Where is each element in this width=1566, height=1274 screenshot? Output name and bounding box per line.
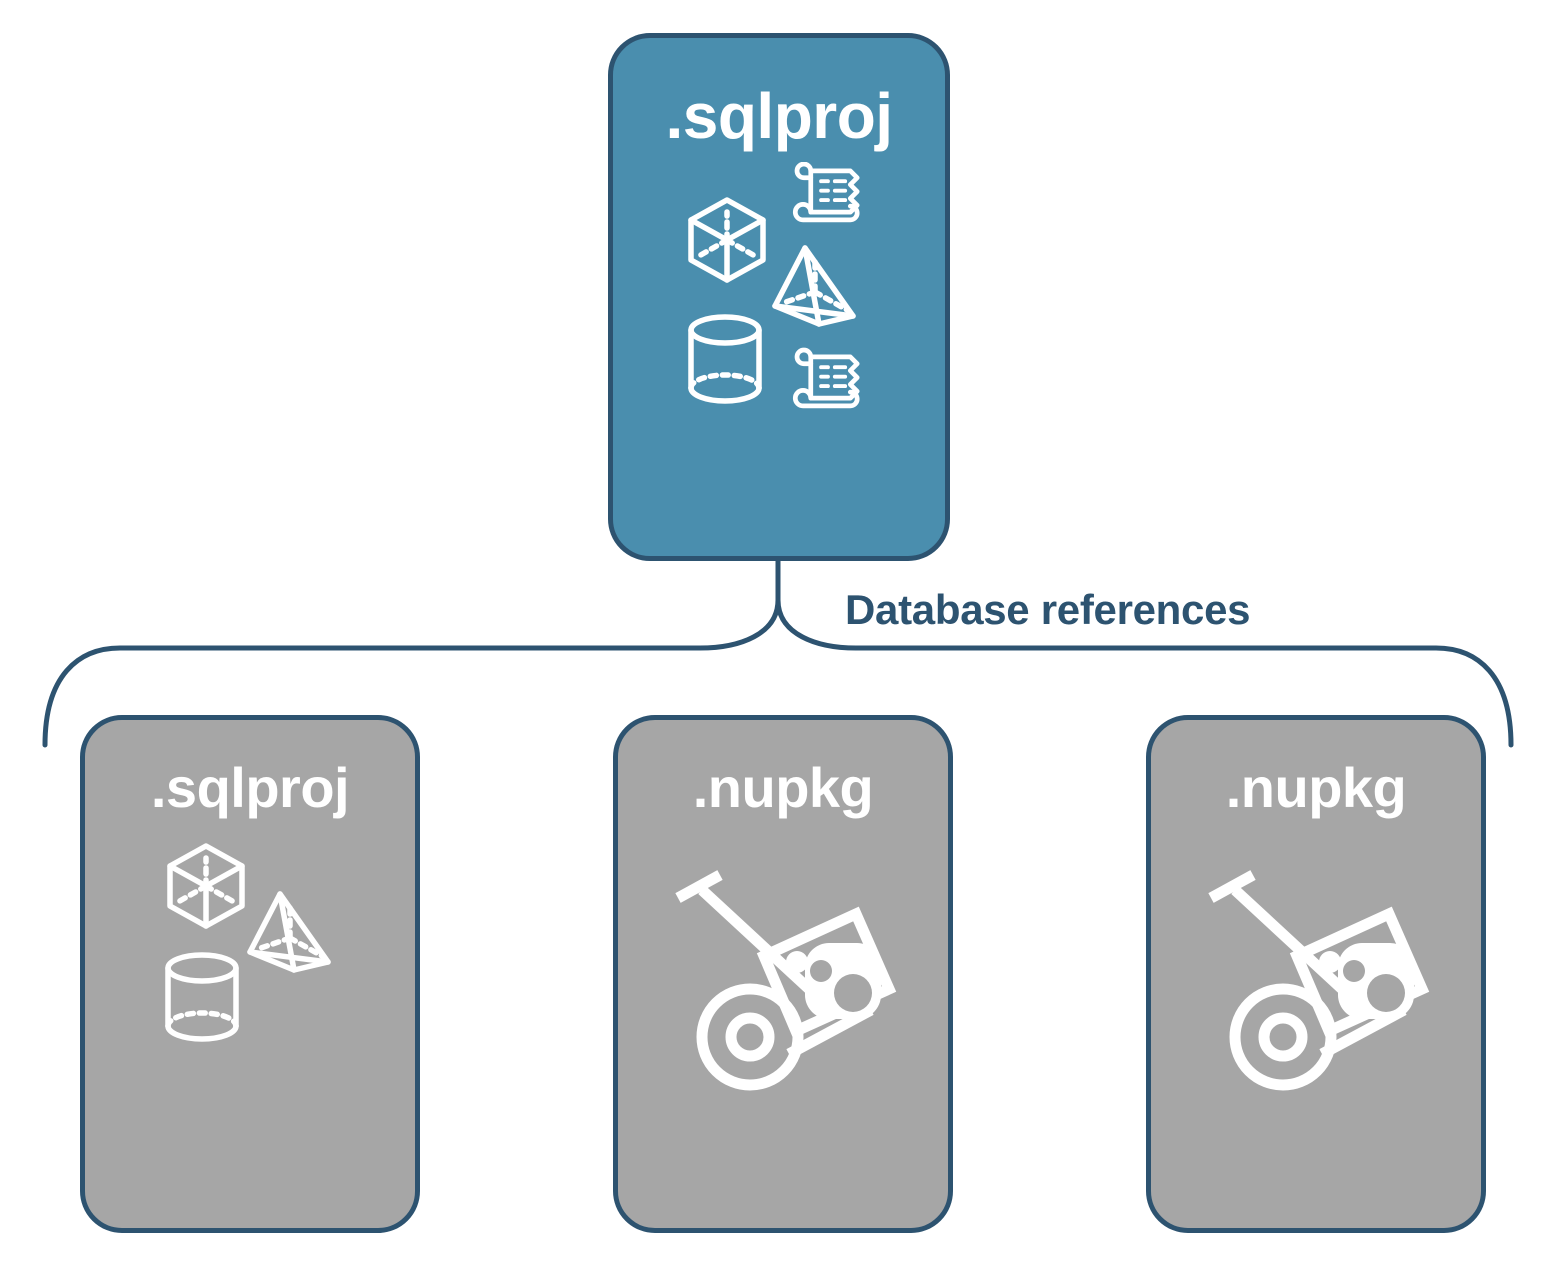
cylinder-icon	[165, 952, 239, 1042]
node-sqlproj-root[interactable]: .sqlproj	[608, 33, 950, 561]
node-reference-sqlproj[interactable]: .sqlproj	[80, 715, 420, 1233]
node-reference-nupkg-2[interactable]: .nupkg	[1146, 715, 1486, 1233]
brace-label: Database references	[845, 586, 1251, 633]
root-icon-cluster	[679, 161, 879, 429]
reference-icon-cluster	[658, 842, 908, 1097]
reference-icon-cluster	[150, 842, 350, 1057]
hand-truck-package-icon	[675, 870, 897, 1091]
cube-icon	[167, 843, 245, 929]
script-scroll-icon	[792, 161, 860, 223]
hand-truck-package-icon	[1208, 870, 1430, 1091]
node-title: .sqlproj	[150, 756, 350, 819]
cylinder-icon	[688, 314, 762, 404]
pyramid-icon	[247, 891, 331, 973]
node-title: .nupkg	[692, 756, 874, 819]
node-title: .nupkg	[1225, 756, 1407, 819]
node-reference-nupkg-1[interactable]: .nupkg	[613, 715, 953, 1233]
reference-icon-cluster	[1191, 842, 1441, 1097]
node-title: .sqlproj	[665, 80, 893, 152]
cube-icon	[688, 197, 766, 283]
script-scroll-icon	[792, 347, 860, 409]
pyramid-icon	[772, 245, 856, 327]
